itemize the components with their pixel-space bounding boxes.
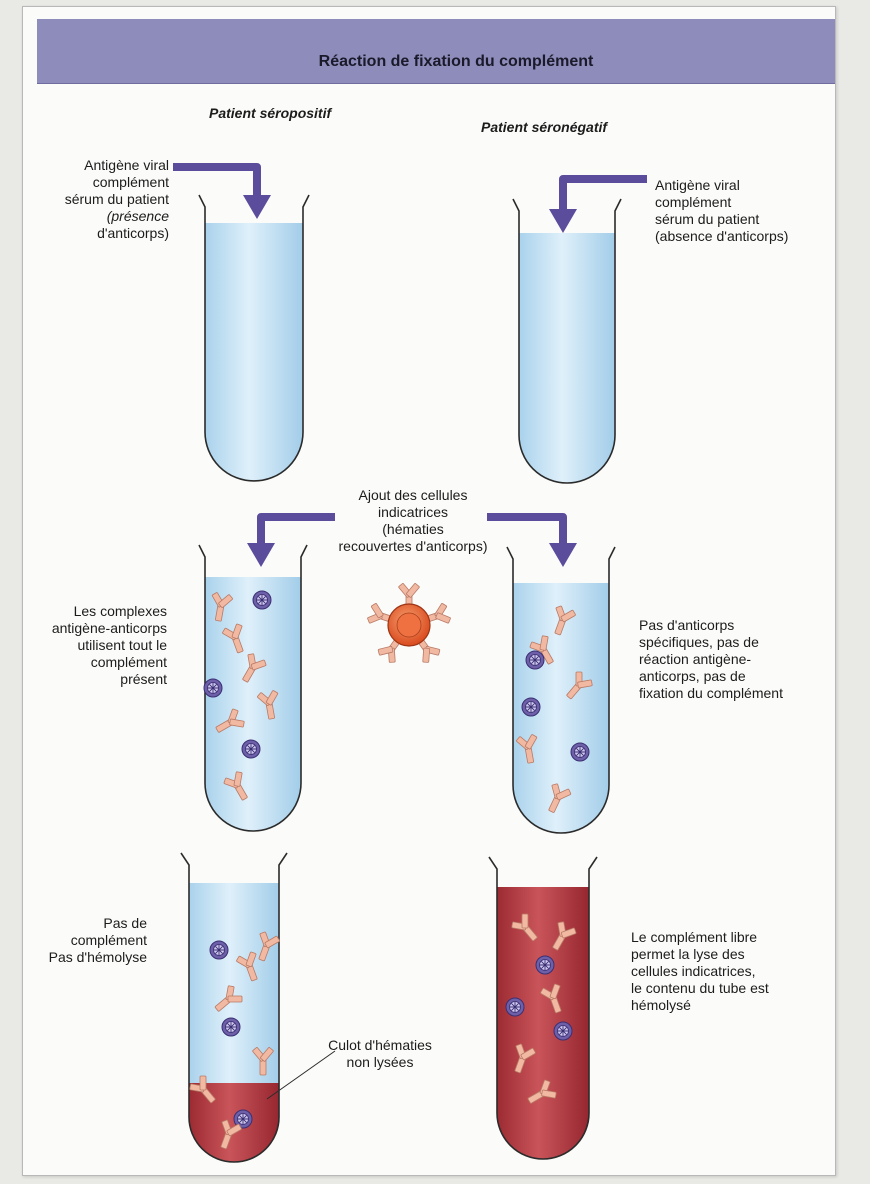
tube-left-bottom xyxy=(181,853,287,1162)
tube-left-top xyxy=(199,195,309,481)
column-header-seronegative: Patient séronégatif xyxy=(481,119,607,136)
arrow-into-left-top-tube xyxy=(173,167,271,219)
label-right-middle: Pas d'anticorps spécifiques, pas de réac… xyxy=(639,617,825,702)
label-add-indicator-cells: Ajout des cellules indicatrices (hématie… xyxy=(327,487,499,555)
arrow-into-right-top-tube xyxy=(549,179,647,233)
tube-left-middle xyxy=(199,545,307,831)
figure-page: Réaction de fixation du complément xyxy=(22,6,836,1176)
tube-right-middle xyxy=(507,547,615,833)
tube-right-bottom xyxy=(489,857,597,1159)
label-left-input: Antigène viral complément sérum du patie… xyxy=(39,157,169,242)
label-right-bottom: Le complément libre permet la lyse des c… xyxy=(631,929,827,1014)
column-header-seropositive: Patient séropositif xyxy=(209,105,331,122)
label-left-bottom: Pas de complément Pas d'hémolyse xyxy=(33,915,147,966)
label-right-input: Antigène viral complément sérum du patie… xyxy=(655,177,825,245)
tube-right-top xyxy=(513,199,621,483)
indicator-red-cell-illustration xyxy=(366,583,452,665)
arrow-into-left-middle-tube xyxy=(247,517,335,567)
label-left-middle: Les complexes antigène-anticorps utilise… xyxy=(33,603,167,688)
label-pellet: Culot d'hématies non lysées xyxy=(315,1037,445,1071)
arrow-into-right-middle-tube xyxy=(487,517,577,567)
